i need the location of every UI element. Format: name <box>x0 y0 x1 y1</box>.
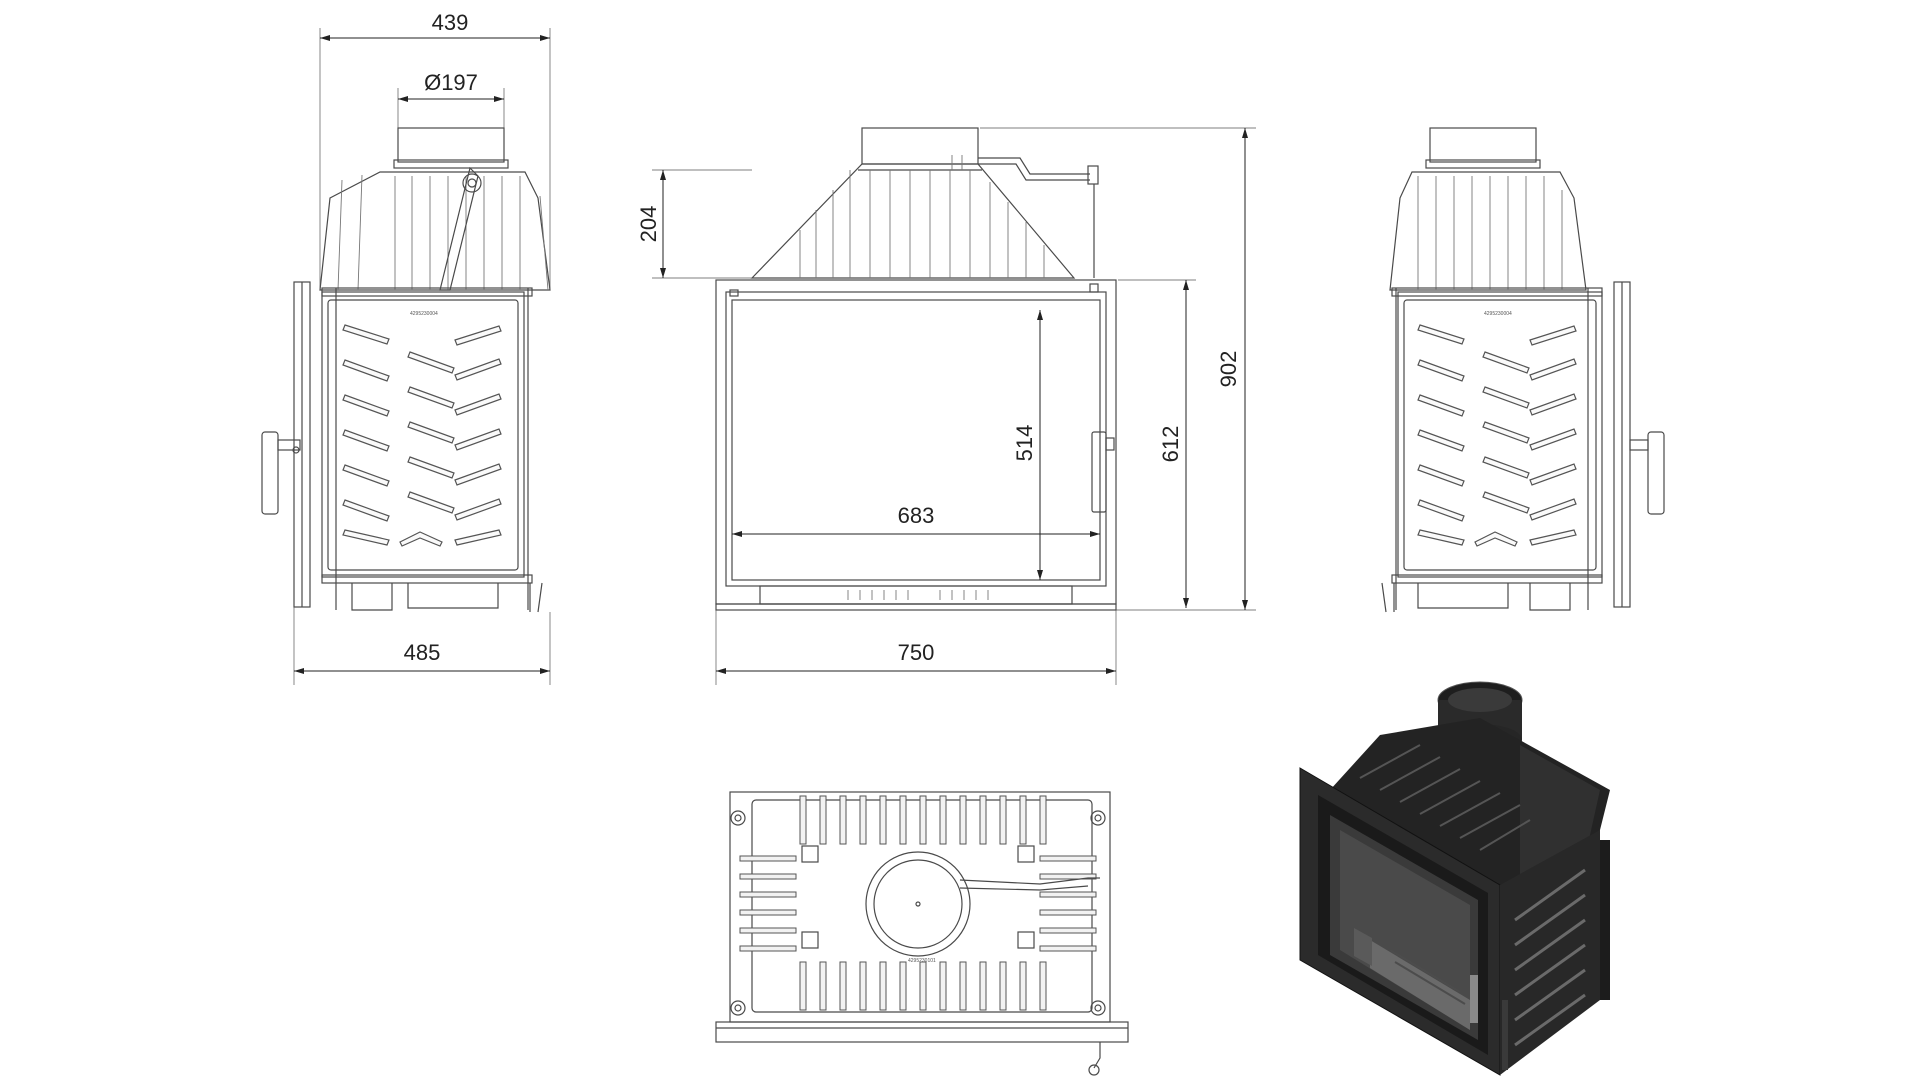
front-view: 204 514 683 612 902 750 <box>636 127 1256 685</box>
dim-glass-height: 514 <box>1012 425 1037 462</box>
herringbone-ribs <box>342 324 502 547</box>
plate-code-left: 4295230004 <box>410 311 438 317</box>
isometric-render <box>1299 681 1610 1076</box>
plate-code-right: 4295230004 <box>1484 311 1512 317</box>
herringbone-ribs-right <box>1417 324 1577 547</box>
dim-total-width: 750 <box>898 640 935 665</box>
dim-flue-diameter: Ø197 <box>424 70 478 95</box>
side-view-right: 4295230004 <box>1381 127 1665 613</box>
plate-code-top: 4295230101 <box>908 958 936 964</box>
dim-body-height: 612 <box>1158 426 1183 463</box>
side-view-left: 4295230004 439 Ø197 485 <box>261 10 551 685</box>
dim-side-top-width: 439 <box>432 10 469 35</box>
top-view: 4295230101 <box>715 791 1129 1076</box>
dim-side-bottom-width: 485 <box>404 640 441 665</box>
dim-total-height: 902 <box>1216 351 1241 388</box>
dim-glass-width: 683 <box>898 503 935 528</box>
dim-top-height: 204 <box>636 206 661 243</box>
